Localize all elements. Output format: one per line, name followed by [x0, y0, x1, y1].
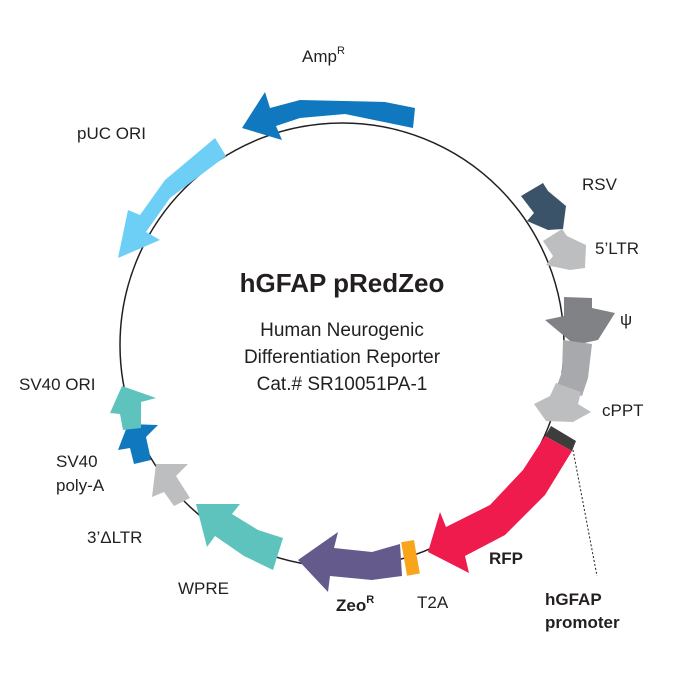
psi-label: ψ	[620, 310, 632, 329]
sv40-polya-label-line1: SV40	[56, 452, 98, 471]
cppt-label: cPPT	[602, 401, 644, 420]
puc-ori-label: pUC ORI	[77, 124, 146, 143]
ltr3-arrow	[152, 464, 190, 506]
ltr3-label: 3’ΔLTR	[87, 528, 142, 547]
psi-cppt-segment	[556, 340, 592, 396]
psi-arrow	[545, 297, 615, 345]
hgfap-promoter-leader	[572, 449, 598, 577]
puc-ori-arrow	[118, 138, 226, 258]
hgfap-promoter-label-line1: hGFAP	[545, 590, 602, 609]
zeor-arrow	[298, 532, 402, 592]
sv40-polya-arrow	[118, 424, 158, 464]
zeor-label: ZeoR	[336, 594, 374, 615]
ampr-arrow	[242, 92, 415, 140]
rfp-arrow	[428, 436, 572, 573]
catalog-number: Cat.# SR10051PA-1	[257, 374, 428, 395]
ltr5-label: 5’LTR	[595, 239, 639, 258]
wpre-arrow	[196, 504, 283, 570]
plasmid-description-line1: Human Neurogenic	[260, 320, 424, 341]
plasmid-description-line2: Differentiation Reporter	[244, 347, 441, 368]
t2a-label: T2A	[417, 593, 449, 612]
cppt-arrow	[534, 383, 591, 422]
ampr-label: AmpR	[302, 45, 345, 66]
sv40-ori-arrow	[110, 386, 156, 430]
sv40-ori-label: SV40 ORI	[19, 375, 96, 394]
hgfap-promoter-label-line2: promoter	[545, 613, 620, 632]
wpre-label: WPRE	[178, 579, 229, 598]
ltr5-arrow	[543, 229, 586, 270]
t2a-block	[401, 540, 420, 576]
plasmid-title: hGFAP pRedZeo	[240, 268, 445, 298]
rsv-label: RSV	[582, 175, 618, 194]
hgfap-promoter-block	[545, 426, 576, 451]
rsv-arrow	[521, 183, 566, 230]
rfp-label: RFP	[489, 549, 523, 568]
sv40-polya-label-line2: poly-A	[56, 476, 105, 495]
